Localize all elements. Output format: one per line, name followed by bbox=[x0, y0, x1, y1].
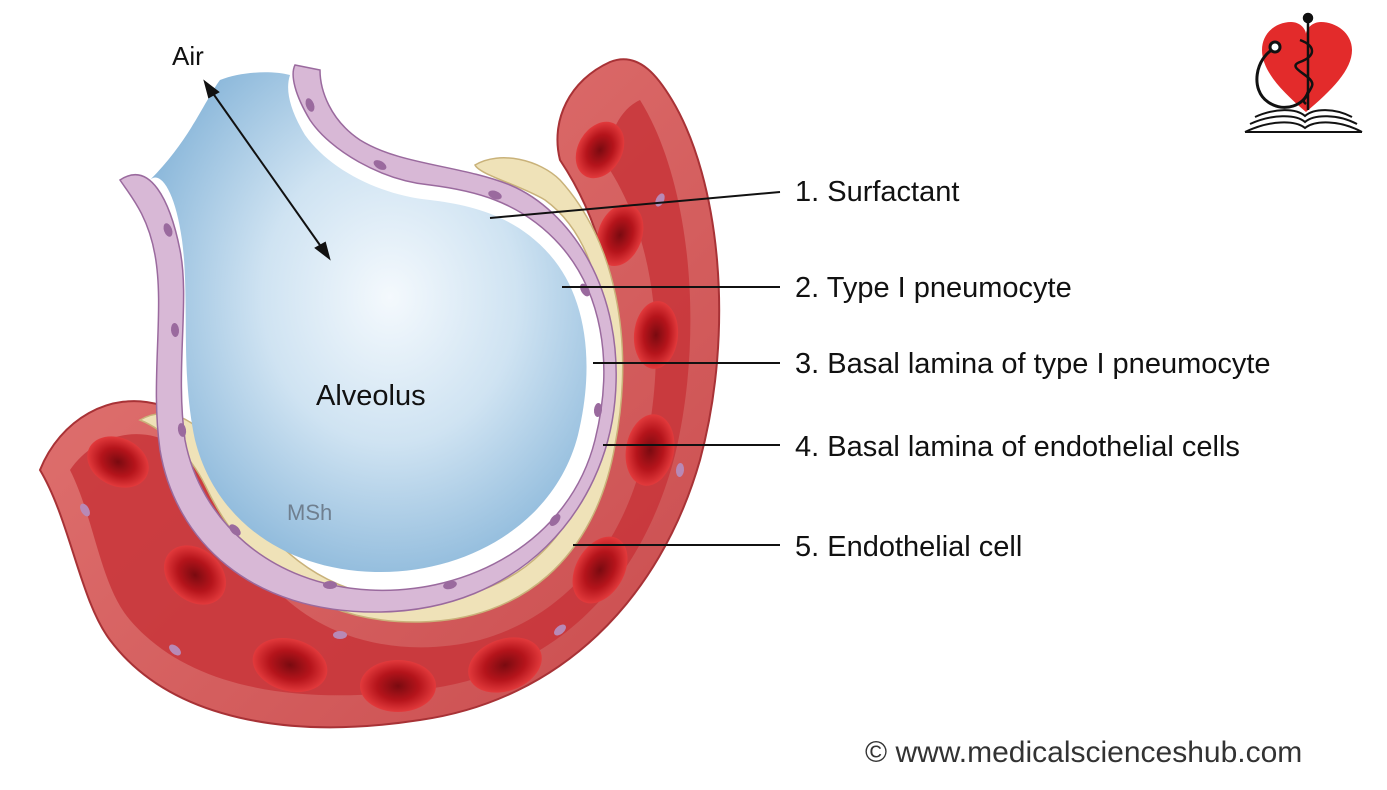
rbc bbox=[596, 204, 644, 266]
copyright-text: © www.medicalscienceshub.com bbox=[865, 736, 1302, 769]
red-blood-cells bbox=[87, 121, 679, 712]
rbc bbox=[633, 301, 679, 369]
callout-label-1: 1. Surfactant bbox=[795, 176, 959, 208]
callout-label-2: 2. Type I pneumocyte bbox=[795, 272, 1072, 304]
rbc bbox=[164, 545, 226, 605]
open-book-icon bbox=[1244, 109, 1363, 133]
callout-label-4: 4. Basal lamina of endothelial cells bbox=[795, 431, 1240, 463]
rbc bbox=[572, 536, 628, 604]
stethoscope-icon bbox=[1255, 40, 1310, 109]
rbc bbox=[87, 436, 149, 488]
air-arrow bbox=[203, 79, 331, 261]
callout-lines bbox=[489, 191, 781, 546]
watermark-label: MSh bbox=[287, 500, 332, 525]
heart-stethoscope-caduceus-book-logo bbox=[1244, 12, 1363, 133]
alveolus-space bbox=[150, 72, 587, 573]
callout-label-3: 3. Basal lamina of type I pneumocyte bbox=[795, 348, 1271, 380]
callout-label-5: 5. Endothelial cell bbox=[795, 531, 1022, 563]
rbc bbox=[575, 121, 625, 179]
rbc bbox=[625, 414, 675, 486]
air-label: Air bbox=[172, 41, 204, 71]
alveolus-label: Alveolus bbox=[316, 380, 426, 412]
callout-line-1 bbox=[489, 191, 781, 219]
rbc bbox=[468, 637, 542, 693]
pneumocyte-nuclei bbox=[163, 98, 603, 590]
pneumocyte-lining bbox=[118, 64, 617, 613]
rbc bbox=[360, 660, 436, 712]
rbc bbox=[252, 638, 328, 692]
